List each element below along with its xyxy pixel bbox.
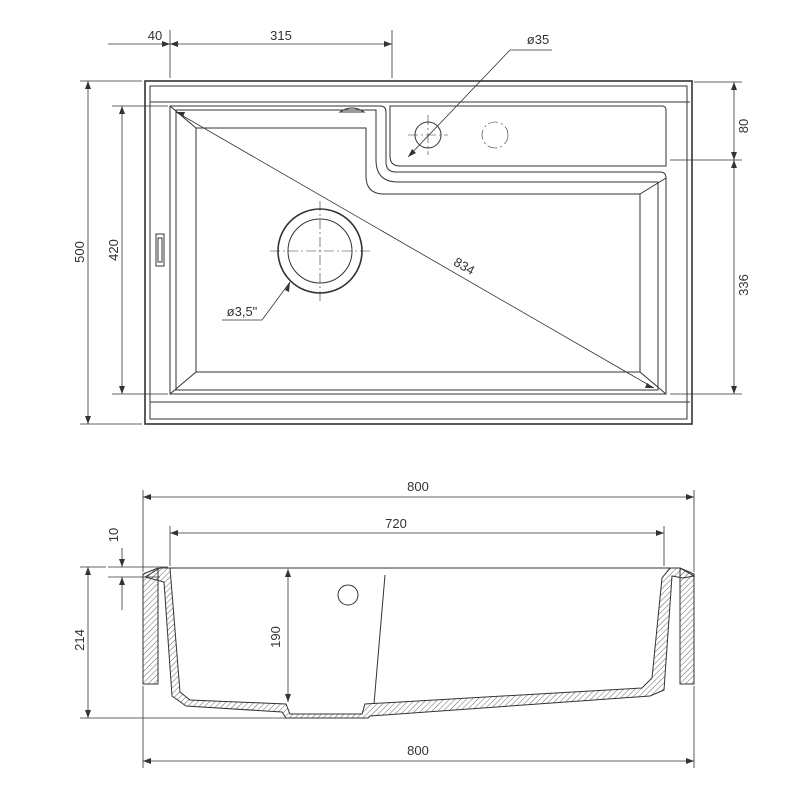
bowl-floor <box>195 127 641 373</box>
right-wall-section <box>679 567 695 685</box>
basin-shell-section <box>143 567 696 719</box>
drain-centerlines <box>270 201 370 301</box>
dim-overall-depth: 500 <box>72 241 87 263</box>
optional-hole <box>481 121 509 149</box>
faucet-hole-centerlines <box>408 115 448 155</box>
faucet-deck <box>389 105 667 167</box>
bowl-corner-lines <box>169 105 667 395</box>
dim-section-336: 336 <box>736 274 751 296</box>
left-wall-section <box>142 567 159 685</box>
dim-total-height: 214 <box>72 629 87 651</box>
side-overflow-inner <box>157 237 163 263</box>
dim-bowl-height: 190 <box>268 626 283 648</box>
dim-diagonal: 834 <box>451 254 477 278</box>
basin-divider <box>373 574 386 705</box>
dim-bowl-width: 720 <box>385 516 407 531</box>
side-dimensions: 800 720 10 214 190 800 <box>72 479 695 768</box>
sink-rim-step <box>150 101 690 403</box>
sink-outer-outline <box>144 80 693 425</box>
dim-deck-80: 80 <box>736 119 751 133</box>
bowl-lip <box>175 109 659 391</box>
overflow-slot <box>338 107 366 113</box>
dim-faucet-dia: ø35 <box>527 32 549 47</box>
dim-overall-width-bottom: 800 <box>407 743 429 758</box>
dim-offset-40: 40 <box>148 28 162 43</box>
side-overflow <box>155 233 165 267</box>
sink-inner-outline <box>149 85 688 420</box>
top-dimensions: 40 315 ø35 500 420 834 ø3,5" 80 336 <box>72 28 751 425</box>
dim-drain-dia: ø3,5" <box>227 304 258 319</box>
side-view <box>142 567 696 719</box>
dim-rim-10: 10 <box>106 528 121 542</box>
top-view <box>144 80 693 425</box>
dim-315: 315 <box>270 28 292 43</box>
bowl-outer-edge <box>169 105 667 395</box>
dim-bowl-depth: 420 <box>106 239 121 261</box>
overflow-hole <box>337 584 359 606</box>
dim-overall-width-top: 800 <box>407 479 429 494</box>
